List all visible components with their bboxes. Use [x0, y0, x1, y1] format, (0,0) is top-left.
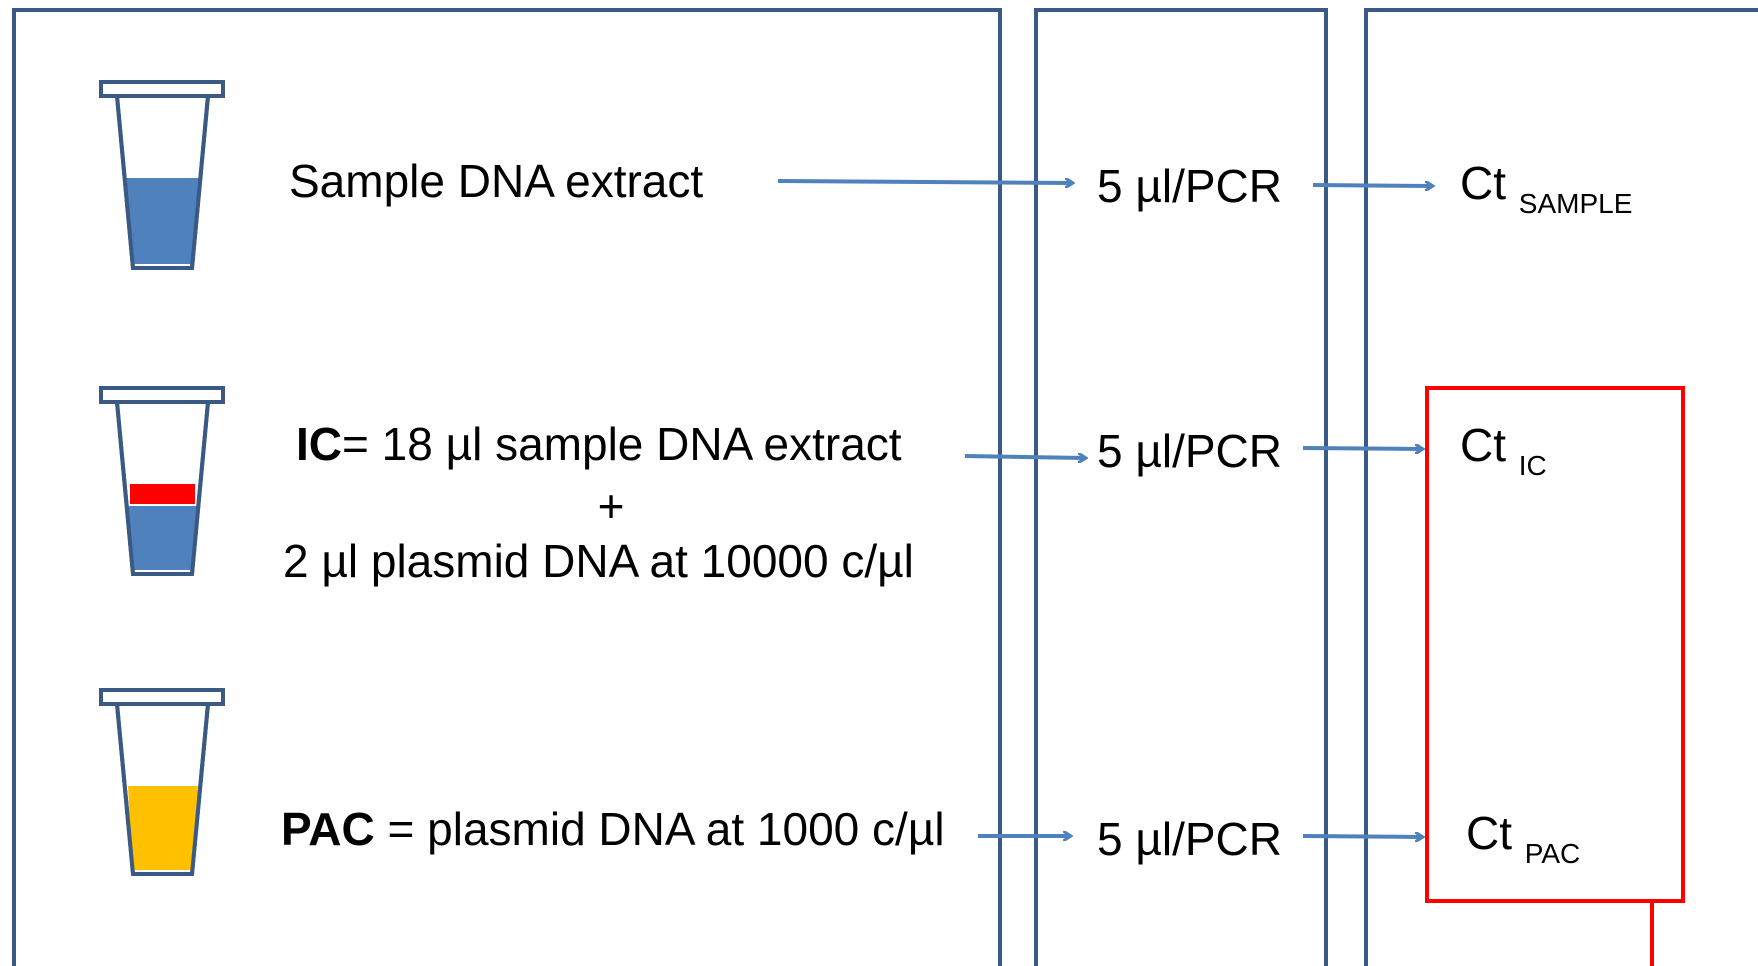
- ic-description-text: = 18 µl sample DNA extract: [342, 418, 902, 470]
- ct-subscript: SAMPLE: [1518, 188, 1633, 219]
- pac-description: PAC = plasmid DNA at 1000 c/µl: [281, 806, 945, 852]
- sample-tube-icon: [99, 80, 225, 270]
- plasmid-band: [130, 484, 195, 504]
- ic-ct: Ct IC: [1460, 419, 1547, 480]
- sample-volume: 5 µl/PCR: [1097, 160, 1282, 212]
- ct-results-panel: [1364, 8, 1758, 966]
- samples-panel: [12, 8, 1002, 966]
- arrow-pac-to-ct: [1302, 836, 1422, 837]
- ic-description-line1: IC= 18 µl sample DNA extract: [296, 421, 902, 467]
- pac-ct: Ct PAC: [1466, 807, 1580, 868]
- ct-label: Ct: [1466, 807, 1512, 859]
- pac-bold-prefix: PAC: [281, 803, 375, 855]
- ct-label: Ct: [1460, 419, 1506, 471]
- pcr-volume-panel: [1034, 8, 1328, 966]
- sample-liquid: [124, 178, 201, 264]
- arrow-ic-to-ct: [1302, 448, 1422, 449]
- ic-bold-prefix: IC: [296, 418, 342, 470]
- pac-volume: 5 µl/PCR: [1097, 813, 1282, 865]
- ic-pac-highlight-box: [1425, 386, 1685, 903]
- arrow-sample-to-pcr: [777, 181, 1072, 183]
- ic-tube-icon: [99, 386, 225, 576]
- ic-plus-sign: +: [597, 480, 625, 532]
- ic-liquid: [125, 506, 200, 570]
- pac-liquid: [128, 786, 198, 870]
- ic-volume: 5 µl/PCR: [1097, 425, 1282, 477]
- ct-subscript: IC: [1518, 450, 1547, 481]
- sample-description: Sample DNA extract: [289, 155, 704, 207]
- arrow-ic-to-pcr: [964, 456, 1085, 458]
- pac-tube-icon: [99, 688, 225, 876]
- pac-description-text: = plasmid DNA at 1000 c/µl: [374, 803, 945, 855]
- ic-description-line2: 2 µl plasmid DNA at 10000 c/µl: [283, 535, 914, 587]
- sample-ct: Ct SAMPLE: [1460, 157, 1632, 218]
- arrow-sample-to-ct: [1312, 185, 1432, 186]
- ct-subscript: PAC: [1524, 838, 1581, 869]
- ct-label: Ct: [1460, 157, 1506, 209]
